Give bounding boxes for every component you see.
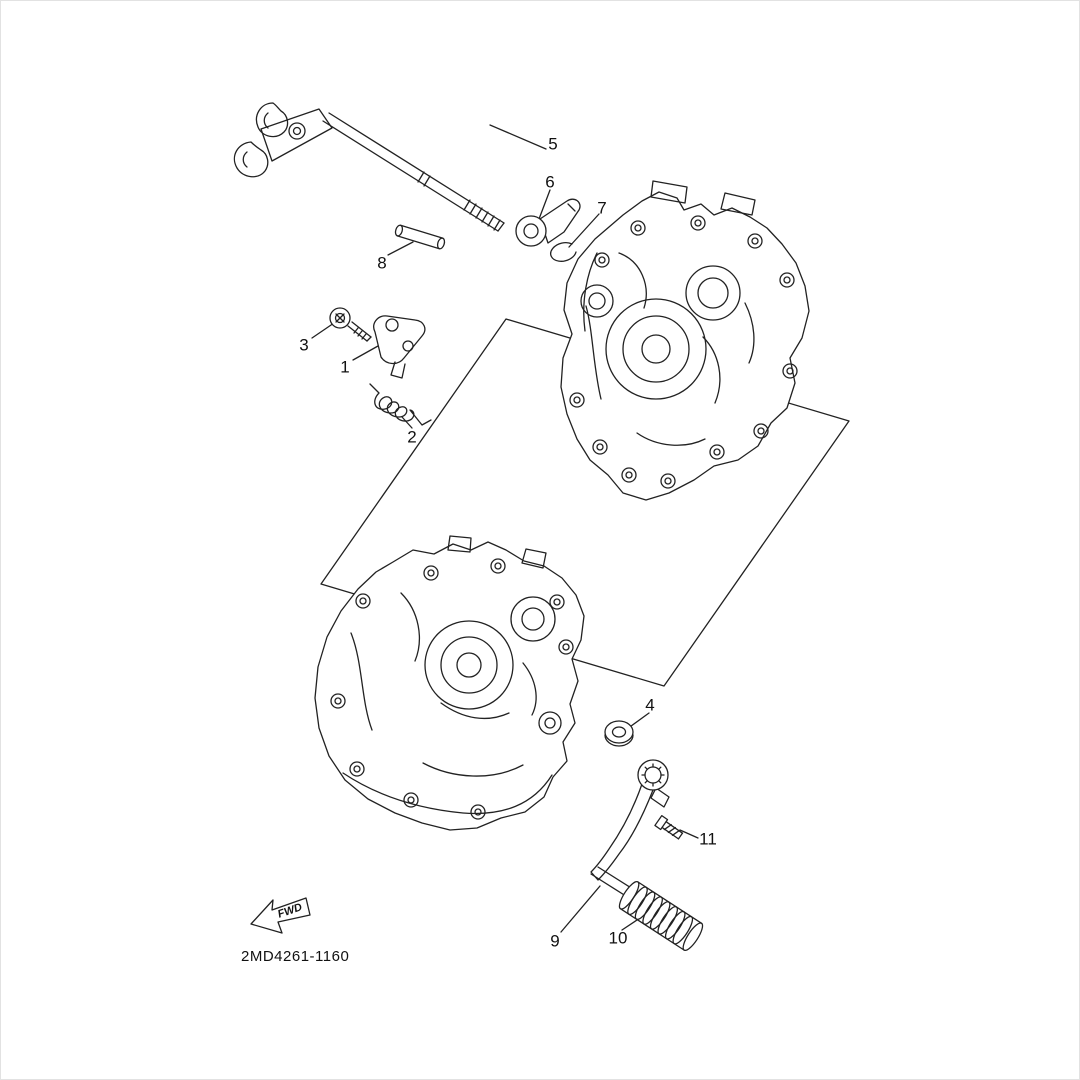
clip-washer-drawing	[550, 242, 577, 262]
shift-shaft-drawing	[233, 102, 505, 232]
part-callout-9: 9	[550, 931, 560, 951]
part-callout-3: 3	[299, 335, 309, 355]
pinch-bolt-drawing	[654, 814, 684, 840]
part-callout-5: 5	[548, 134, 558, 154]
pedal-rubber-drawing	[618, 880, 704, 952]
lower-crankcase-drawing	[314, 535, 585, 831]
part-callout-10: 10	[608, 928, 628, 948]
part-callout-6: 6	[545, 172, 555, 192]
pin-drawing	[394, 224, 446, 250]
part-callout-1: 1	[340, 357, 350, 377]
part-callout-11: 11	[699, 829, 717, 849]
diagram-code: 2MD4261-1160	[241, 948, 350, 965]
screw-drawing	[329, 307, 372, 342]
shift-arm-drawing	[515, 198, 581, 247]
part-callout-8: 8	[377, 253, 387, 273]
part-callout-7: 7	[597, 198, 607, 218]
upper-crankcase-drawing	[560, 180, 810, 501]
part-callout-2: 2	[407, 427, 417, 447]
part-callout-4: 4	[645, 695, 655, 715]
collar-washer-drawing	[604, 720, 634, 747]
fwd-arrow-icon	[250, 897, 311, 934]
spring-drawing	[369, 383, 432, 426]
shift-pedal-drawing	[590, 759, 670, 901]
stopper-lever-drawing	[373, 315, 426, 379]
